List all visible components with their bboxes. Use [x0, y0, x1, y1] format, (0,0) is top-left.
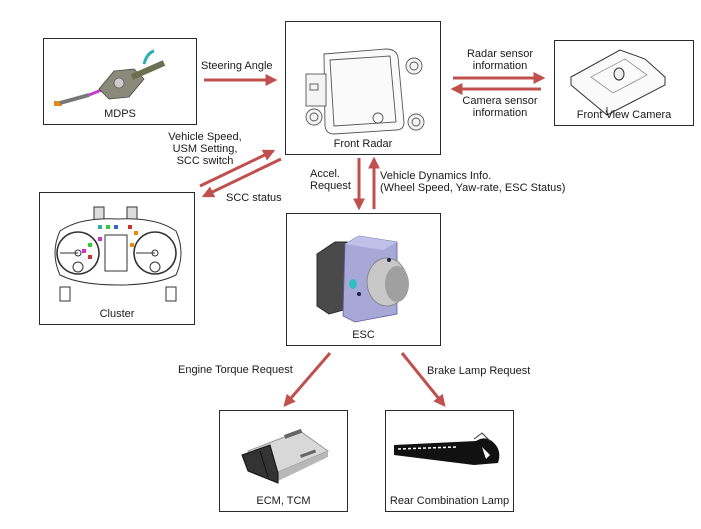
instrument-cluster-icon [54, 206, 182, 302]
node-label: Cluster [99, 308, 135, 320]
label-line: information [472, 60, 528, 72]
label-steering-angle: Steering Angle [201, 60, 273, 72]
label-line: Request [310, 180, 351, 192]
node-label: Rear Combination Lamp [389, 495, 510, 507]
label-line: Vehicle Dynamics Info. [380, 170, 492, 182]
arrow-scc-status [201, 157, 282, 198]
label-line: Vehicle Speed, [168, 131, 242, 143]
rear-lamp-icon [394, 432, 500, 465]
label-line: SCC switch [176, 155, 234, 167]
label-line: Accel. [310, 168, 340, 180]
node-label: ESC [352, 329, 375, 341]
esc-module-icon [316, 235, 409, 323]
camera-icon [570, 49, 666, 116]
arrow-engine-torque [283, 352, 332, 407]
label-brake-lamp: Brake Lamp Request [427, 365, 531, 377]
label-line: Camera sensor [462, 95, 538, 107]
label-line: information [472, 107, 528, 119]
node-label: ECM, TCM [256, 495, 311, 507]
radar-sensor-icon [305, 48, 425, 135]
node-front-radar: Front Radar [285, 21, 441, 155]
label-vehicle-dynamics: Vehicle Dynamics Info. (Wheel Speed, Yaw… [380, 170, 565, 194]
arrow-cluster-to-radar [199, 149, 276, 188]
steering-column-icon [54, 49, 166, 106]
node-mdps: MDPS [43, 38, 197, 125]
node-esc: ESC [286, 213, 441, 346]
label-line: Radar sensor [466, 48, 534, 60]
label-cluster-to-radar: Vehicle Speed, USM Setting, SCC switch [165, 131, 245, 167]
label-scc-status: SCC status [226, 192, 282, 204]
node-cluster: Cluster [39, 192, 195, 325]
label-radar-sensor-info: Radar sensor information [455, 48, 545, 72]
arrow-brake-lamp [400, 352, 446, 407]
ecu-module-icon [241, 428, 330, 484]
node-label: MDPS [104, 108, 136, 120]
label-accel-request: Accel. Request [310, 168, 351, 192]
label-line: USM Setting, [172, 143, 238, 155]
label-camera-sensor-info: Camera sensor information [450, 95, 550, 119]
label-engine-torque: Engine Torque Request [178, 364, 293, 376]
node-front-view-camera: Front View Camera [554, 40, 694, 126]
node-label: Front Radar [333, 138, 393, 150]
node-ecm-tcm: ECM, TCM [219, 410, 348, 512]
label-line: (Wheel Speed, Yaw-rate, ESC Status) [380, 182, 566, 194]
node-rear-combination-lamp: Rear Combination Lamp [385, 410, 514, 512]
node-label: Front View Camera [576, 109, 672, 121]
